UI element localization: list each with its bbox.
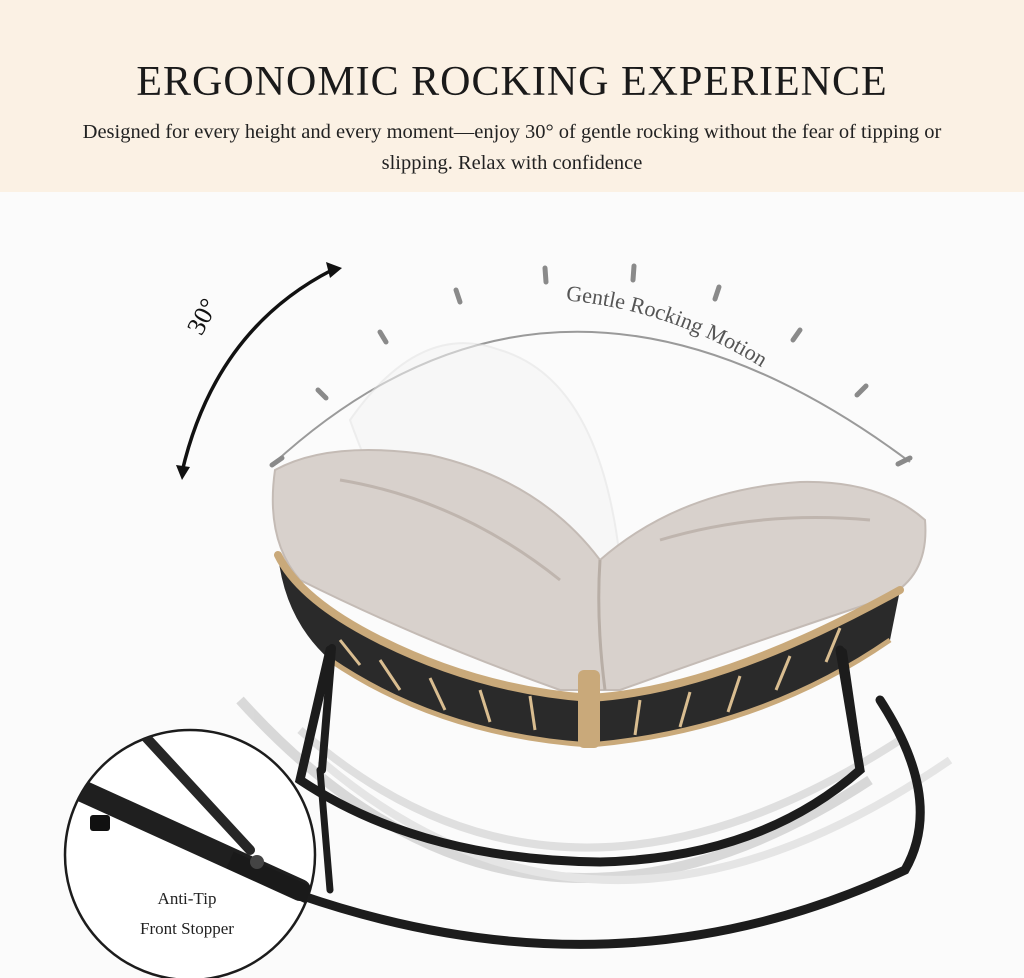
- callout-line-1: Anti-Tip: [158, 889, 217, 908]
- rotation-arrow: [176, 262, 342, 480]
- header-banner: [0, 0, 1024, 192]
- page-title: ERGONOMIC ROCKING EXPERIENCE: [136, 59, 888, 105]
- product-scene: Gentle Rocking Motion 30°: [0, 192, 1024, 978]
- callout-line-2: Front Stopper: [140, 919, 234, 938]
- anti-tip-callout: Anti-Tip Front Stopper: [63, 728, 317, 978]
- rattan-seat: [274, 551, 904, 748]
- rocker-frame: [294, 644, 925, 949]
- rocking-arc: [269, 263, 913, 468]
- chair-cushion: [271, 449, 927, 691]
- page-subtitle: Designed for every height and every mome…: [82, 121, 942, 174]
